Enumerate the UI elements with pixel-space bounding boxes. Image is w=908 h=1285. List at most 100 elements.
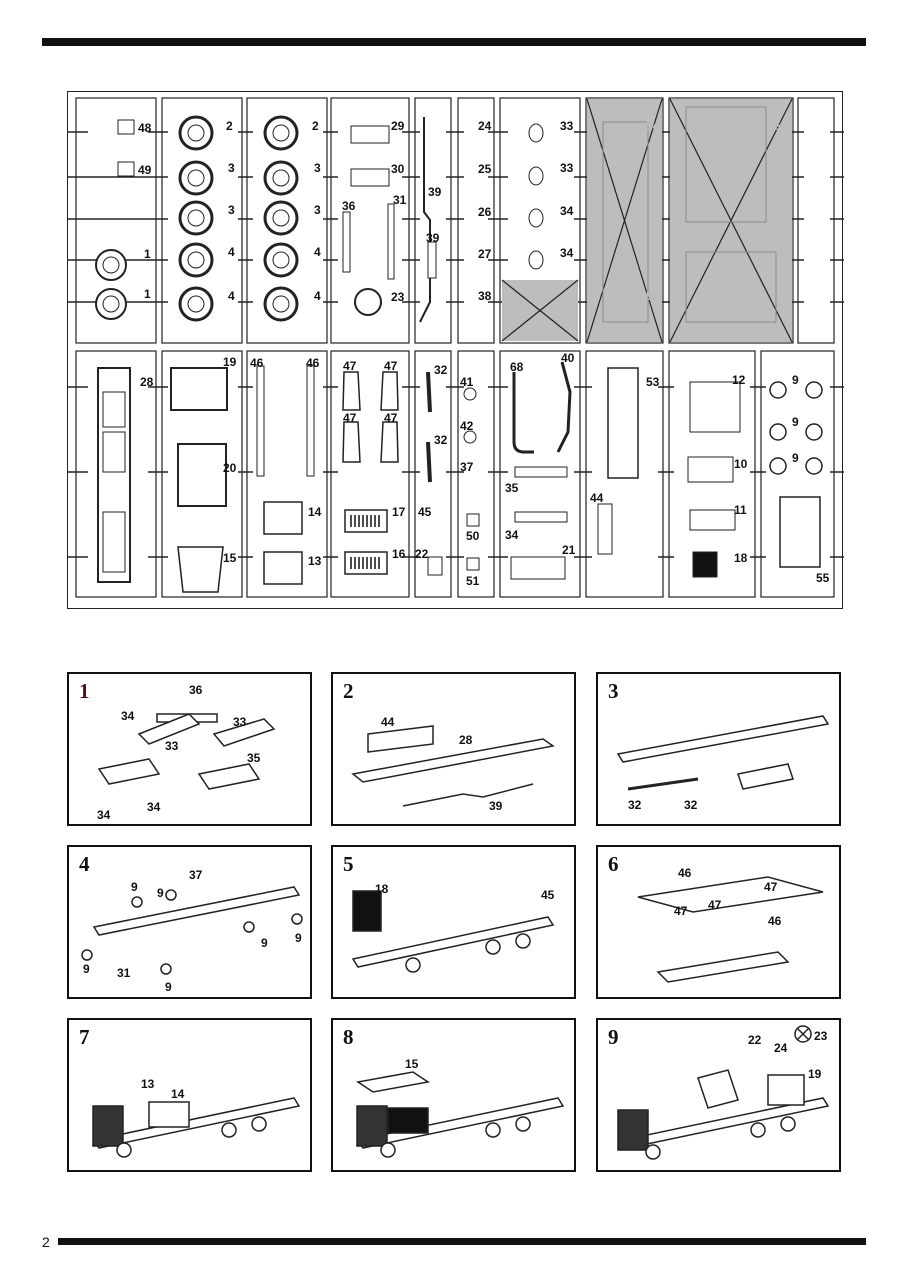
sprue-label: 24: [478, 119, 492, 133]
sprue-label: 29: [391, 119, 405, 133]
sprue-label: 13: [308, 554, 322, 568]
sprue-label: 1: [144, 287, 151, 301]
sprue-label: 17: [392, 505, 406, 519]
sprue-label: 39: [428, 185, 442, 199]
sprue-label: 46: [306, 356, 320, 370]
sprue-label: 1: [144, 247, 151, 261]
step-1-drawing: 36 34 33 33 35 34 34: [97, 683, 276, 822]
sprue-label: 18: [734, 551, 748, 565]
part-label: 32: [684, 798, 698, 812]
sprue-label: 12: [732, 373, 746, 387]
sprue-label: 31: [393, 193, 407, 207]
sprue-label: 27: [478, 247, 492, 261]
part-label: 33: [165, 739, 179, 753]
part-label: 9: [165, 980, 172, 994]
part-label: 46: [678, 866, 692, 880]
part-label: 47: [764, 880, 778, 894]
step-5-drawing: 18 45: [351, 882, 555, 973]
sprue-label: 56: [774, 119, 788, 133]
part-label: 9: [157, 886, 164, 900]
step-8-panel: 8 15: [331, 1018, 576, 1172]
part-label: 33: [233, 715, 247, 729]
sprue-label: 50: [466, 529, 480, 543]
sprue-label: 22: [415, 547, 429, 561]
sprue-label: 43: [776, 247, 790, 261]
step-number: 7: [79, 1025, 90, 1049]
sprue-label: 46: [250, 356, 264, 370]
sprue-label: 21: [562, 543, 576, 557]
sprue-label: 28: [140, 375, 154, 389]
sprue-label: 47: [384, 359, 398, 373]
sprue-label: 2: [312, 119, 319, 133]
step-number: 2: [343, 679, 354, 703]
part-label: 9: [295, 931, 302, 945]
sprue-label: 35: [505, 481, 519, 495]
part-label: 47: [708, 898, 722, 912]
sprue-label: 55: [816, 571, 830, 585]
step-2-drawing: 44 28 39: [351, 715, 555, 813]
sprue-label: 2: [226, 119, 233, 133]
part-label: 14: [171, 1087, 185, 1101]
step-8-drawing: 15: [356, 1057, 565, 1158]
step-number: 9: [608, 1025, 619, 1049]
sprue-label: 32: [434, 433, 448, 447]
top-rule: [42, 38, 866, 46]
sprue-label: 3: [314, 203, 321, 217]
sprue-label: 49: [138, 163, 152, 177]
part-label: 28: [459, 733, 473, 747]
step-9-panel: 9 22 24 23 19: [596, 1018, 841, 1172]
step-3-panel: 3 32 32: [596, 672, 841, 826]
sprue-label: 36: [342, 199, 356, 213]
sprue-label: 53: [646, 375, 660, 389]
part-label: 24: [774, 1041, 788, 1055]
sprue-label: 15: [223, 551, 237, 565]
part-label: 37: [189, 868, 203, 882]
sprue-label: 51: [466, 574, 480, 588]
sprue-label: 9: [792, 373, 799, 387]
part-label: 23: [814, 1029, 828, 1043]
step-number: 5: [343, 852, 354, 876]
step-number: 8: [343, 1025, 354, 1049]
sprue-label: 11: [734, 503, 747, 517]
step-1-panel: 1 36 34 33 33 35 34 34: [67, 672, 312, 826]
sprue-label: 4: [228, 245, 235, 259]
sprue-label: 4: [228, 289, 235, 303]
sprue-label: 43: [776, 289, 790, 303]
sprue-label: 33: [560, 161, 574, 175]
step-6-panel: 6 46 47 47 47 46: [596, 845, 841, 999]
sprue-diagram: 48 49 1 1 2 3 3 4 4 2 3 3 4 4 29 30 36 3…: [68, 97, 844, 598]
sprue-label: 4: [314, 245, 321, 259]
part-label: 44: [381, 715, 395, 729]
sprue-label: 30: [391, 162, 405, 176]
sprue-label: 40: [561, 351, 575, 365]
part-label: 19: [808, 1067, 822, 1081]
step-4-drawing: 37 9 9 9 9 9 31 9: [81, 868, 303, 994]
sprue-label: 23: [391, 290, 405, 304]
sprue-label: 32: [434, 363, 448, 377]
sprue-label: 34: [560, 246, 574, 260]
sprue-label: 25: [478, 162, 492, 176]
part-label: 18: [375, 882, 389, 896]
sprue-label: 34: [505, 528, 519, 542]
sprue-label: 9: [792, 451, 799, 465]
step-number: 4: [79, 852, 90, 876]
sprue-label: 47: [343, 411, 357, 425]
part-label: 15: [405, 1057, 419, 1071]
step-number: 3: [608, 679, 619, 703]
part-label: 22: [748, 1033, 762, 1047]
step-number: 6: [608, 852, 619, 876]
step-6-drawing: 46 47 47 47 46: [637, 866, 824, 983]
part-label: 31: [117, 966, 131, 980]
part-label: 32: [628, 798, 642, 812]
sprue-label: 48: [138, 121, 152, 135]
sprue-label: 4: [314, 289, 321, 303]
part-label: 46: [768, 914, 782, 928]
sprue-label: 45: [418, 505, 432, 519]
part-label: 9: [261, 936, 268, 950]
page-number: 2: [42, 1234, 50, 1250]
step-9-drawing: 22 24 23 19: [617, 1025, 830, 1160]
part-label: 9: [83, 962, 90, 976]
step-7-panel: 7 13 14: [67, 1018, 312, 1172]
sprue-label: 3: [228, 161, 235, 175]
sprue-label: 39: [426, 231, 440, 245]
